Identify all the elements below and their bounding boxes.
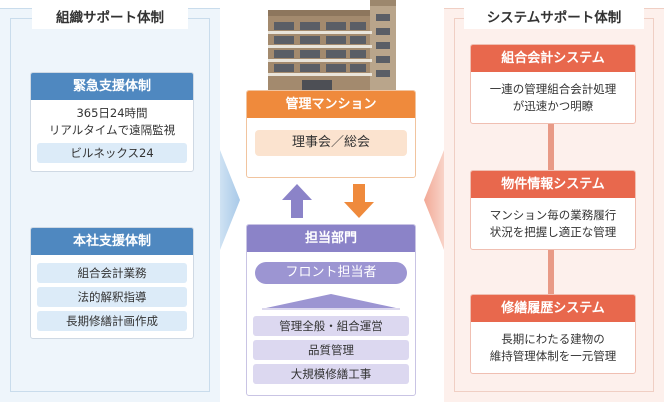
right-panel-title: システムサポート体制 — [464, 7, 644, 29]
apartment-building-illustration — [268, 0, 396, 90]
emergency-support-card: 緊急支援体制 365日24時間 リアルタイムで遠隔監視 ビルネックス24 — [30, 72, 194, 172]
right-panel-border — [454, 18, 654, 392]
repair-line-2: 維持管理体制を一元管理 — [489, 349, 617, 363]
managed-mansion-card: 管理マンション 理事会／総会 — [246, 90, 416, 178]
emergency-support-title: 緊急支援体制 — [31, 73, 193, 100]
front-staff-pill: フロント担当者 — [255, 262, 407, 284]
left-panel-border — [10, 18, 210, 392]
department-card: 担当部門 フロント担当者 管理全般・組合運営 品質管理 大規模修繕工事 — [246, 224, 416, 396]
managed-mansion-title: 管理マンション — [247, 91, 415, 118]
triangle-divider — [262, 294, 400, 310]
headquarters-support-card: 本社支援体制 組合会計業務 法的解釈指導 長期修繕計画作成 — [30, 227, 194, 339]
association-accounting-system-title: 組合会計システム — [471, 45, 635, 72]
binex24-pill: ビルネックス24 — [37, 143, 187, 163]
repair-history-system-card: 修繕履歴システム 長期にわたる建物の 維持管理体制を一元管理 — [470, 294, 636, 374]
repair-line-1: 長期にわたる建物の — [501, 332, 605, 346]
dept-item-quality-control: 品質管理 — [253, 340, 409, 360]
dept-item-general-management: 管理全般・組合運営 — [253, 316, 409, 336]
headquarters-support-title: 本社支援体制 — [31, 228, 193, 255]
board-general-meeting-pill: 理事会／総会 — [255, 130, 407, 156]
emergency-line-2: リアルタイムで遠隔監視 — [48, 123, 176, 137]
emergency-line-1: 365日24時間 — [76, 106, 148, 120]
repair-history-system-title: 修繕履歴システム — [471, 295, 635, 322]
hq-item-legal: 法的解釈指導 — [37, 287, 187, 307]
left-panel-title: 組織サポート体制 — [32, 7, 188, 29]
hq-item-accounting: 組合会計業務 — [37, 263, 187, 283]
down-arrow — [344, 184, 374, 218]
property-line-2: 状況を把握し適正な管理 — [489, 225, 617, 239]
property-info-system-title: 物件情報システム — [471, 171, 635, 198]
up-arrow — [282, 184, 312, 218]
left-chevron-arrow — [220, 150, 240, 250]
association-accounting-system-card: 組合会計システム 一連の管理組合会計処理 が迅速かつ明瞭 — [470, 44, 636, 124]
property-line-1: マンション毎の業務履行 — [489, 208, 617, 222]
hq-item-repair-plan: 長期修繕計画作成 — [37, 311, 187, 331]
property-info-system-card: 物件情報システム マンション毎の業務履行 状況を把握し適正な管理 — [470, 170, 636, 250]
dept-item-major-repairs: 大規模修繕工事 — [253, 364, 409, 384]
right-chevron-arrow — [424, 150, 444, 250]
department-title: 担当部門 — [247, 225, 415, 252]
accounting-line-2: が迅速かつ明瞭 — [512, 99, 594, 113]
accounting-line-1: 一連の管理組合会計処理 — [489, 82, 617, 96]
